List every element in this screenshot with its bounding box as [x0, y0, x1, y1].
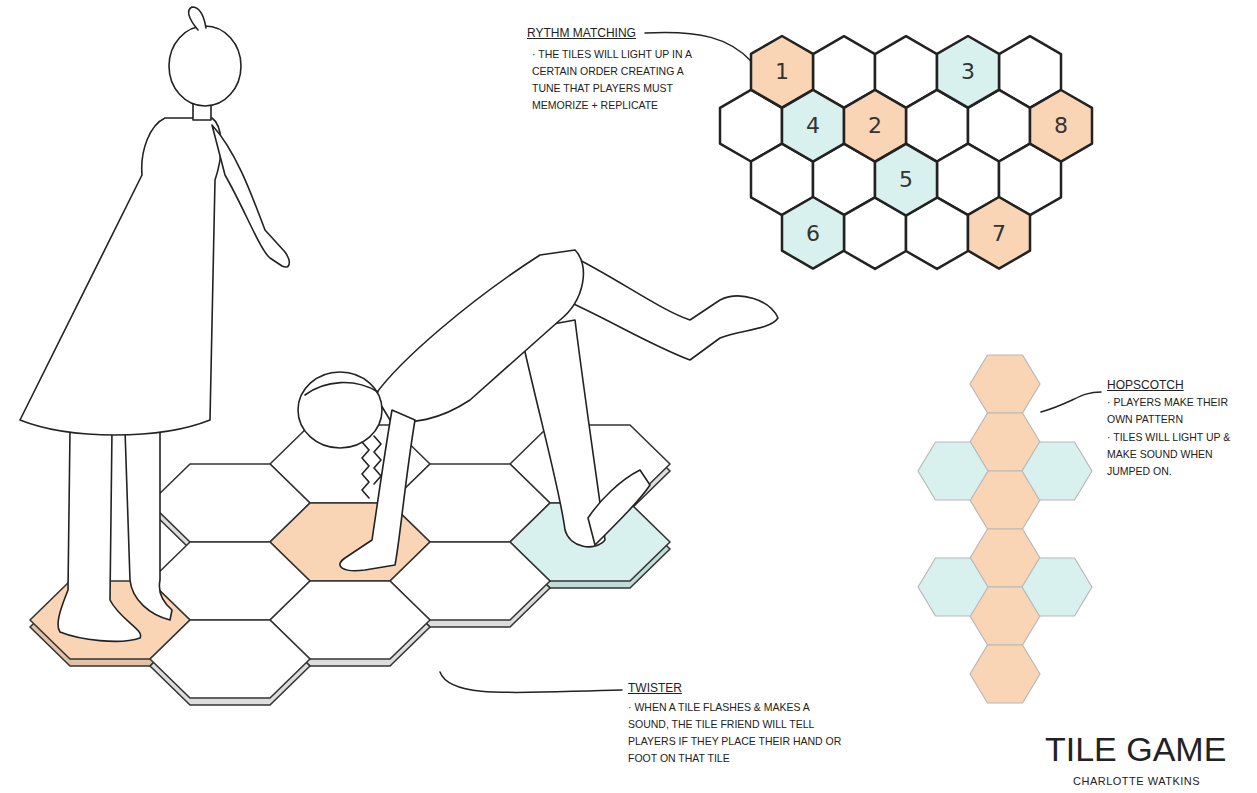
dress — [20, 118, 221, 435]
leader-lines — [440, 32, 1101, 692]
hopscotch-tiles — [918, 355, 1092, 703]
tile-hex — [968, 197, 1030, 269]
braid — [362, 442, 369, 498]
numbered-tile: 8 — [1030, 90, 1092, 162]
hex-grid — [720, 36, 1061, 269]
crouching-girl — [298, 250, 778, 571]
annotation-text: · PLAYERS MAKE THEIR OWN PATTERN — [1107, 394, 1242, 428]
numbered-tile: 3 — [937, 36, 999, 108]
tile-hex — [1030, 90, 1092, 162]
numbered-tile: 6 — [782, 197, 844, 269]
braid — [374, 436, 381, 484]
tile-hex — [782, 90, 844, 162]
tile-number: 6 — [806, 221, 820, 246]
tile-number: 5 — [899, 167, 913, 192]
hair-line — [305, 383, 378, 395]
annotation-text: · THE TILES WILL LIGHT UP IN A CERTAIN O… — [532, 46, 692, 114]
arm — [212, 125, 289, 267]
tile-hex — [937, 36, 999, 108]
dress — [375, 250, 583, 422]
annotation-text: · WHEN A TILE FLASHES & MAKES A SOUND, T… — [628, 699, 853, 767]
floor-tile — [150, 620, 310, 698]
leader-line — [440, 672, 622, 693]
standing-girl — [20, 7, 289, 641]
title-text: TILE GAME — [1045, 730, 1226, 768]
numbered-tile: 7 — [968, 197, 1030, 269]
head — [298, 372, 382, 448]
numbered-tile: 5 — [875, 144, 937, 216]
tile-number: 3 — [961, 59, 975, 84]
tile-number: 8 — [1054, 113, 1068, 138]
tile-number: 4 — [806, 113, 820, 138]
author-name: CHARLOTTE WATKINS — [1073, 775, 1200, 788]
tile-number: 2 — [868, 113, 882, 138]
lower-leg — [588, 470, 650, 545]
hex-tile — [918, 558, 988, 616]
hex-tile — [1022, 442, 1092, 500]
hex-tile — [918, 442, 988, 500]
hex-tile — [970, 645, 1040, 703]
hex-tile — [970, 355, 1040, 413]
ponytail — [189, 7, 206, 30]
head — [169, 26, 241, 106]
leg — [125, 428, 172, 620]
section-heading: RYTHM MATCHING — [527, 26, 636, 41]
section-heading: TWISTER — [628, 681, 682, 696]
hex-tile — [1022, 558, 1092, 616]
annotation-text: · TILES WILL LIGHT UP & MAKE SOUND WHEN … — [1107, 429, 1242, 480]
section-heading: HOPSCOTCH — [1107, 378, 1184, 393]
raised-leg — [565, 255, 778, 360]
numbered-tile: 4 — [782, 90, 844, 162]
leader-line — [1041, 392, 1101, 412]
tile-hex — [875, 144, 937, 216]
leg — [58, 430, 141, 641]
tile-number: 7 — [992, 221, 1006, 246]
tile-hex — [782, 197, 844, 269]
tile-number: 1 — [775, 59, 789, 84]
